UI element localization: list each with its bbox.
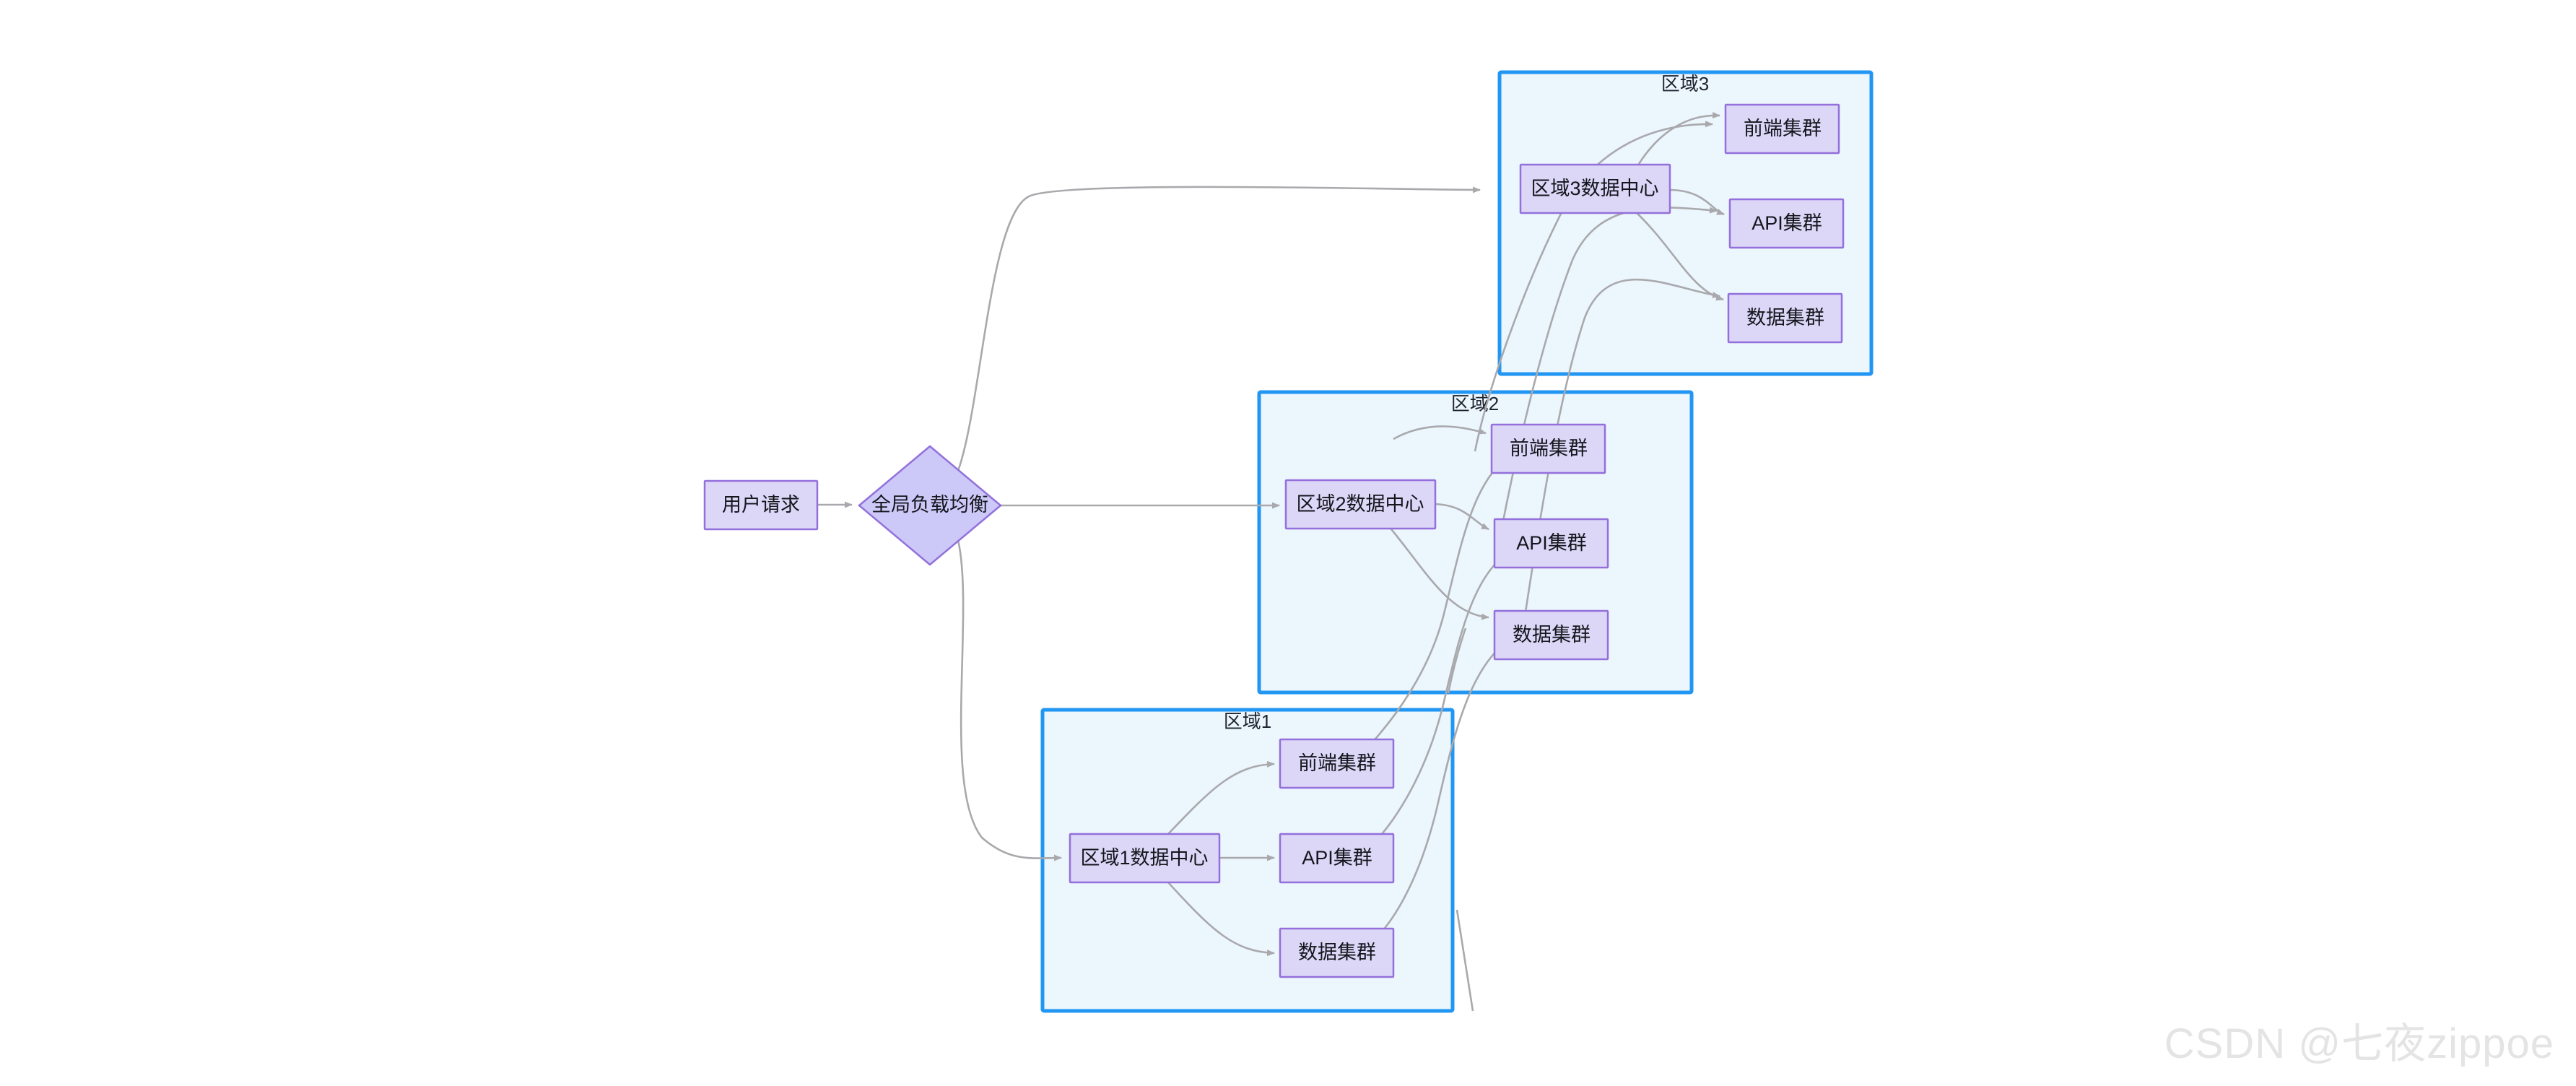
- node-user-request-box[interactable]: [703, 479, 819, 531]
- edge-region1-dc-to-frontend: [1167, 760, 1275, 835]
- node-region2-datacenter-box[interactable]: [1284, 479, 1437, 530]
- node-user-request-label: 用户请求: [722, 494, 800, 516]
- node-region3-frontend-label: 前端集群: [1744, 118, 1822, 139]
- node-region3-data[interactable]: 数据集群: [1727, 292, 1843, 344]
- node-region1-datacenter-label: 区域1数据中心: [1080, 847, 1208, 869]
- node-region3-frontend-box[interactable]: [1724, 103, 1840, 155]
- edge-riser-tail-a: [1447, 627, 1467, 694]
- edge-region1-frontend-to-region2-frontend: [1357, 450, 1517, 759]
- node-region3-datacenter[interactable]: 区域3数据中心: [1519, 163, 1671, 214]
- cluster-region2-box: [1257, 390, 1694, 695]
- node-region3-datacenter-label: 区域3数据中心: [1531, 178, 1658, 199]
- node-global-load-balancer-label: 全局负载均衡: [871, 494, 988, 516]
- node-region1-frontend[interactable]: 前端集群: [1279, 738, 1395, 789]
- node-region3-data-box[interactable]: [1727, 292, 1843, 344]
- edge-region1-dc-to-data: [1167, 882, 1275, 957]
- cluster-region2: 区域2: [1257, 390, 1694, 695]
- node-region3-datacenter-box[interactable]: [1519, 163, 1671, 214]
- edge-region2-frontend-to-region3-frontend: [1474, 121, 1713, 452]
- node-user-request[interactable]: 用户请求: [703, 479, 819, 531]
- node-region1-frontend-label: 前端集群: [1298, 752, 1376, 774]
- node-region2-frontend-label: 前端集群: [1510, 438, 1588, 459]
- node-global-load-balancer-shape[interactable]: [858, 445, 1002, 566]
- edge-region2-dc-to-data: [1388, 525, 1489, 620]
- node-region2-api-label: API集群: [1516, 532, 1587, 554]
- edge-region1-data-to-region2-data: [1357, 634, 1517, 955]
- cluster-region3-label: 区域3: [1661, 73, 1709, 95]
- node-region1-datacenter-box[interactable]: [1069, 833, 1221, 884]
- node-region2-data-box[interactable]: [1493, 609, 1609, 661]
- node-region1-data-box[interactable]: [1279, 927, 1395, 978]
- node-region1-data[interactable]: 数据集群: [1279, 927, 1395, 978]
- edge-lb-to-region3-dc: [957, 186, 1481, 472]
- cluster-region2-label: 区域2: [1451, 393, 1499, 414]
- node-region3-api-label: API集群: [1752, 212, 1822, 234]
- node-region2-data[interactable]: 数据集群: [1493, 609, 1609, 661]
- node-region2-frontend[interactable]: 前端集群: [1490, 423, 1606, 474]
- node-region1-data-label: 数据集群: [1298, 942, 1376, 963]
- node-region3-api[interactable]: API集群: [1728, 198, 1845, 249]
- node-region1-api-box[interactable]: [1279, 833, 1395, 884]
- node-region2-frontend-box[interactable]: [1490, 423, 1606, 474]
- node-region2-data-label: 数据集群: [1513, 624, 1591, 646]
- node-region3-data-label: 数据集群: [1746, 307, 1824, 329]
- cluster-region1-label: 区域1: [1224, 711, 1271, 732]
- edge-lb-to-region1-dc: [957, 539, 1062, 861]
- csdn-watermark: CSDN @七夜zippoe: [2164, 1020, 2554, 1067]
- node-region3-frontend[interactable]: 前端集群: [1724, 103, 1840, 155]
- node-global-load-balancer[interactable]: 全局负载均衡: [858, 445, 1002, 566]
- node-region1-datacenter[interactable]: 区域1数据中心: [1069, 833, 1221, 884]
- edge-region1-api-to-region2-api: [1357, 546, 1517, 859]
- edge-region2-dc-to-frontend: [1393, 425, 1487, 440]
- node-region3-api-box[interactable]: [1728, 198, 1845, 249]
- edge-riser-tail-b: [1455, 909, 1474, 1012]
- node-region1-api[interactable]: API集群: [1279, 833, 1395, 884]
- node-region2-api-box[interactable]: [1493, 518, 1609, 569]
- node-region2-datacenter-label: 区域2数据中心: [1296, 493, 1424, 515]
- node-region1-frontend-box[interactable]: [1279, 738, 1395, 789]
- node-region2-datacenter[interactable]: 区域2数据中心: [1284, 479, 1437, 530]
- node-region2-api[interactable]: API集群: [1493, 518, 1609, 569]
- edge-region2-dc-to-api: [1435, 503, 1489, 531]
- node-region1-api-label: API集群: [1302, 847, 1372, 869]
- edge-region3-dc-to-api: [1668, 188, 1725, 216]
